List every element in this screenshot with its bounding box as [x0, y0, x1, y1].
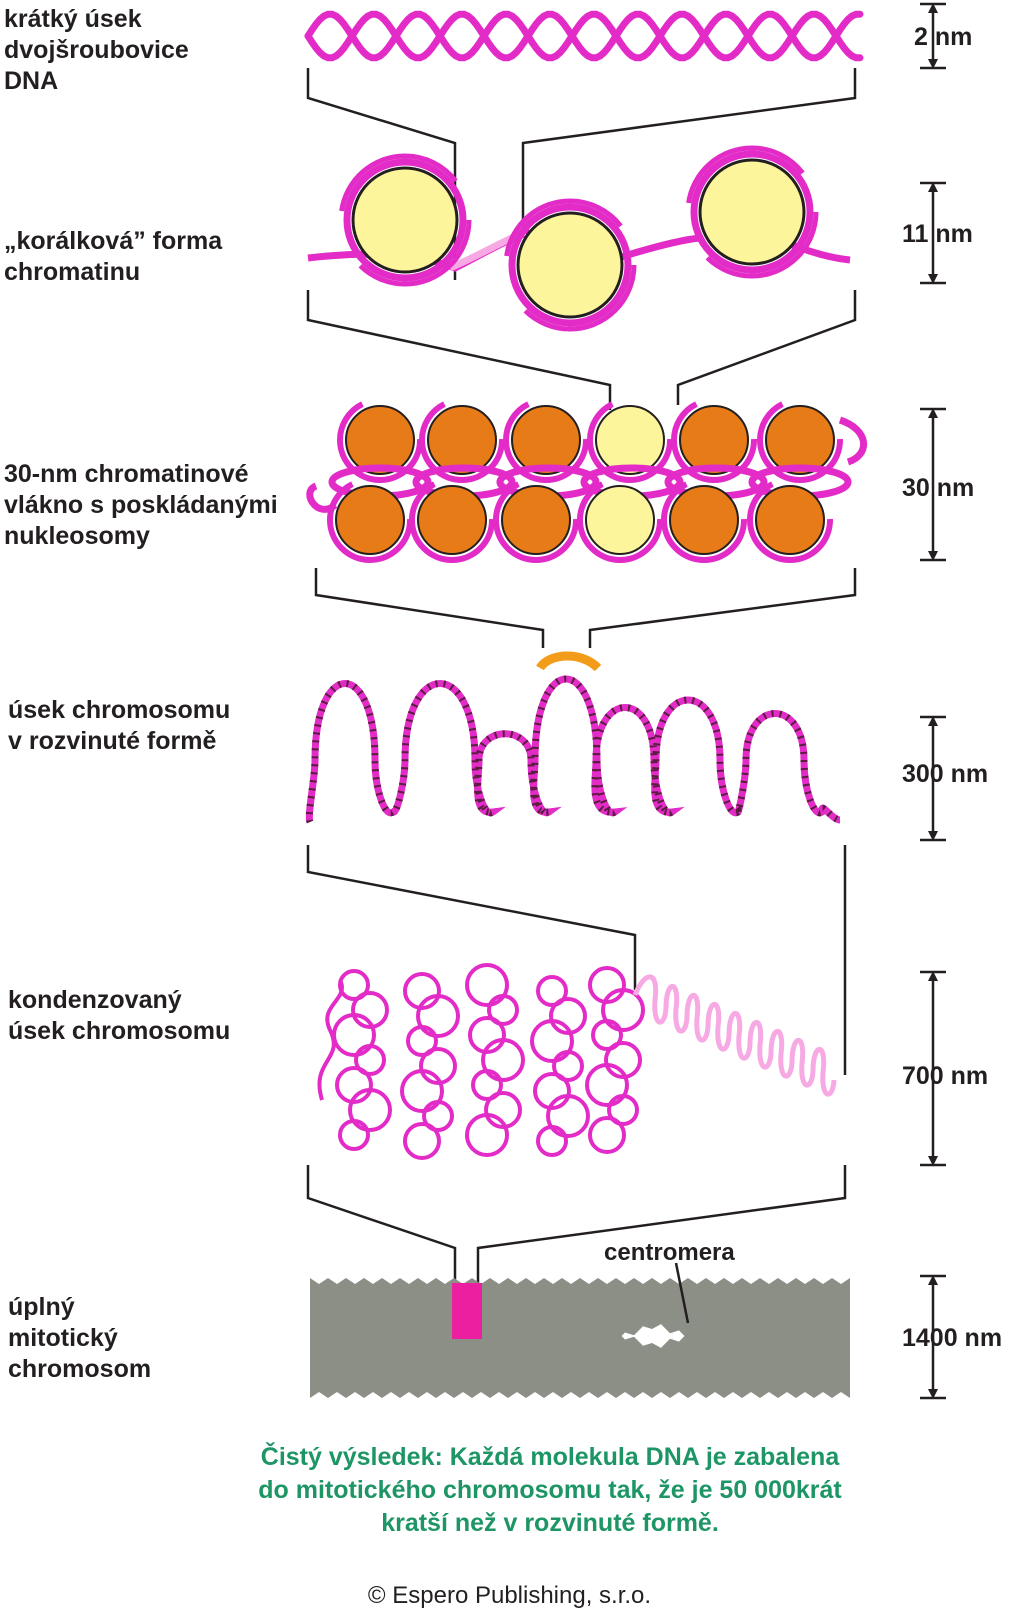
- condensed-chromosome-section: [319, 965, 834, 1158]
- condensed-coil: [603, 990, 643, 1030]
- zoom-connector-4: [308, 845, 845, 1075]
- copyright-notice: © Espero Publishing, s.r.o.: [0, 1582, 1019, 1610]
- condensed-coil: [590, 1118, 624, 1152]
- condensed-coil: [538, 1127, 566, 1155]
- condensed-coil: [340, 1121, 368, 1149]
- condensed-coil: [405, 1124, 439, 1158]
- condensed-coil: [548, 1096, 588, 1136]
- condensed-tail: [635, 977, 834, 1094]
- condensed-coil: [467, 965, 507, 1005]
- condensed-coil: [350, 1090, 390, 1130]
- condensed-coil: [334, 1015, 374, 1055]
- mitotic-chromosome: [310, 1263, 850, 1398]
- nucleosome: [341, 156, 469, 284]
- nucleosome: [506, 201, 634, 329]
- condensed-coil: [532, 1021, 572, 1061]
- condensed-coil: [402, 1071, 442, 1111]
- loops-ticks: [309, 679, 840, 822]
- condensed-coil: [467, 1115, 507, 1155]
- dna-double-helix: [308, 14, 860, 58]
- chromatid-lower: [310, 1330, 850, 1398]
- 30nm-fiber: [310, 400, 864, 560]
- highlight-segment: [540, 656, 598, 668]
- zoom-connector-5: [308, 1165, 845, 1285]
- beads-on-string: [308, 148, 850, 329]
- loops-path: [309, 679, 840, 822]
- condensed-coil: [587, 1065, 627, 1105]
- nucleosome: [688, 148, 816, 276]
- centromere-band-marker: [452, 1283, 482, 1339]
- extended-chromosome-loops: [309, 656, 840, 822]
- scale-bars: [920, 4, 946, 1398]
- condensed-coil: [418, 996, 458, 1036]
- zoom-connector-3: [316, 568, 855, 648]
- condensed-coil: [483, 1040, 523, 1080]
- summary-text: Čistý výsledek: Každá molekula DNA je za…: [160, 1441, 940, 1540]
